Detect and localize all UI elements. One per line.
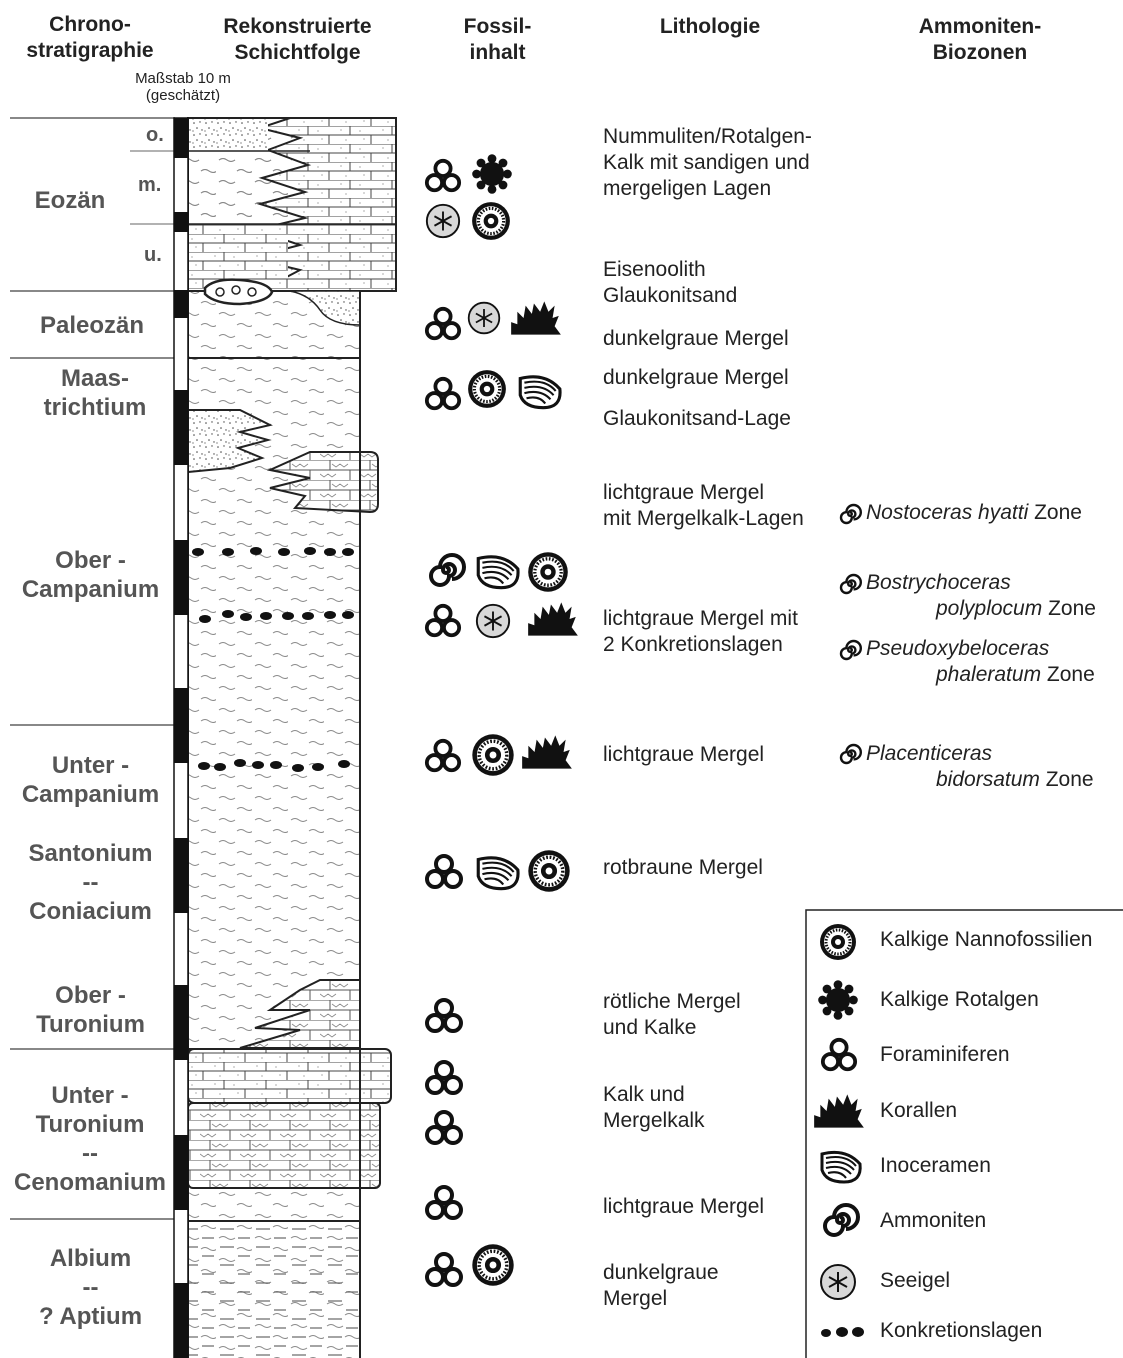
foraminifera-icon — [424, 603, 462, 638]
foraminifera-icon — [424, 738, 462, 773]
lithology-light-grey-marl-3: lichtgraue Mergel — [603, 1195, 765, 1218]
lithology-light-grey-marl-limestone: lichtgraue Mergel mit Mergelkalk-Lagen — [603, 481, 804, 530]
header-reconstructed-sequence: Rekonstruierte Schichtfolge — [223, 15, 372, 64]
lithology-light-grey-marl-concretions: lichtgraue Mergel mit 2 Konkretionslagen — [603, 607, 798, 656]
nannofossil-icon — [526, 848, 572, 894]
nannofossil-icon — [466, 368, 508, 410]
legend-inoceramus: Inoceramen — [880, 1154, 991, 1177]
header-chronostratigraphy: Chrono- stratigraphie — [26, 13, 154, 62]
rotalgae-icon — [818, 980, 858, 1020]
nannofossil-icon — [818, 922, 858, 962]
nannofossil-icon — [470, 200, 512, 242]
nannofossil-icon — [470, 1242, 516, 1288]
stage-maastrichtian: Maas- trichtium — [43, 365, 147, 421]
lithology-light-grey-marl-2: lichtgraue Mergel — [603, 743, 765, 766]
stage-lower-campanian: Unter - Campanium — [21, 752, 160, 808]
sea-urchin-icon — [475, 603, 511, 639]
foraminifera-icon — [820, 1037, 858, 1072]
stage-santonian-coniacian: Santonium -- Coniacium — [28, 840, 153, 925]
header-lithology: Lithologie — [659, 15, 761, 38]
zone-placenticeras-line2: bidorsatum Zone — [936, 768, 1094, 791]
foraminifera-icon — [424, 376, 462, 411]
inoceramus-icon — [820, 1150, 862, 1184]
lithology-dark-grey-marl-1: dunkelgraue Mergel — [603, 327, 789, 350]
zone-bostrychoceras-line2: polyplocum Zone — [936, 597, 1096, 620]
lithology-dark-grey-marl-2: dunkelgraue Mergel — [603, 366, 789, 389]
legend-foraminifera: Foraminiferen — [880, 1043, 1010, 1066]
foraminifera-icon — [425, 998, 463, 1033]
foraminifera-icon — [425, 854, 463, 889]
coral-icon — [522, 735, 572, 769]
stage-paleocene: Paleozän — [39, 312, 145, 339]
stage-eocene: Eozän — [34, 187, 106, 214]
coral-icon — [528, 602, 578, 636]
nannofossil-icon — [526, 550, 570, 594]
foraminifera-icon — [425, 1185, 463, 1220]
header-fossil-content: Fossil- inhalt — [463, 15, 532, 64]
rotalgae-icon — [472, 154, 512, 194]
ammonite-icon — [839, 743, 862, 765]
foraminifera-icon — [425, 1110, 463, 1145]
lithology-iron-oolite: Eisenoolith Glaukonitsand — [603, 258, 738, 307]
coral-icon — [814, 1094, 864, 1128]
stage-lower-turonian-cenomanian: Unter - Turonium -- Cenomanium — [13, 1082, 166, 1196]
lithology-nummulitic-limestone: Nummuliten/Rotalgen- Kalk mit sandigen u… — [603, 125, 812, 200]
coral-icon — [511, 301, 561, 335]
stage-eocene-upper: o. — [146, 124, 164, 146]
zone-pseudoxybeloceras-line2: phaleratum Zone — [936, 663, 1095, 686]
legend-red-algae: Kalkige Rotalgen — [880, 988, 1039, 1011]
inoceramus-icon — [476, 856, 520, 891]
lithology-glauconite-layer: Glaukonitsand-Lage — [603, 407, 791, 430]
stage-upper-turonian: Ober - Turonium — [36, 982, 145, 1038]
lithology-reddish-marl: rötliche Mergel und Kalke — [603, 990, 741, 1039]
inoceramus-icon — [476, 555, 520, 590]
legend-nannofossils: Kalkige Nannofossilien — [880, 928, 1093, 951]
lithology-dark-grey-marl-3: dunkelgraue Mergel — [603, 1261, 719, 1310]
sea-urchin-icon — [425, 203, 461, 239]
scale-caption: Maßstab 10 m (geschätzt) — [135, 70, 231, 104]
ammonite-icon — [823, 1203, 860, 1237]
zone-bostrychoceras-line1: Bostrychoceras — [866, 571, 1011, 594]
stage-eocene-lower: u. — [144, 244, 162, 266]
foraminifera-icon — [424, 306, 462, 341]
ammonite-icon — [839, 503, 862, 525]
lithology-limestone-marly-limestone: Kalk und Mergelkalk — [603, 1083, 705, 1132]
header-ammonite-biozones: Ammoniten- Biozonen — [918, 15, 1042, 64]
stage-albian-aptian: Albium -- ? Aptium — [38, 1245, 143, 1330]
ammonite-icon — [429, 553, 466, 587]
legend-corals: Korallen — [880, 1099, 958, 1122]
ammonite-icon — [839, 573, 862, 595]
sea-urchin-icon — [820, 1264, 856, 1300]
legend-concretions: Konkretionslagen — [880, 1319, 1043, 1342]
sea-urchin-icon — [467, 301, 501, 335]
foraminifera-icon — [425, 1060, 463, 1095]
zone-placenticeras-line1: Placenticeras — [866, 742, 993, 765]
legend-ammonites: Ammoniten — [880, 1209, 987, 1232]
inoceramus-icon — [518, 375, 562, 410]
nannofossil-icon — [470, 732, 516, 778]
foraminifera-icon — [424, 158, 462, 193]
foraminifera-icon — [425, 1252, 463, 1287]
zone-pseudoxybeloceras-line1: Pseudoxybeloceras — [866, 637, 1050, 660]
zone-nostoceras: Nostoceras hyatti Zone — [866, 501, 1082, 524]
lithology-red-brown-marl: rotbraune Mergel — [603, 856, 763, 879]
stage-upper-campanian: Ober - Campanium — [21, 547, 160, 603]
ammonite-icon — [839, 639, 862, 661]
stage-eocene-middle: m. — [138, 174, 162, 196]
legend-sea-urchins: Seeigel — [880, 1269, 951, 1292]
concretion-icon — [821, 1327, 864, 1337]
